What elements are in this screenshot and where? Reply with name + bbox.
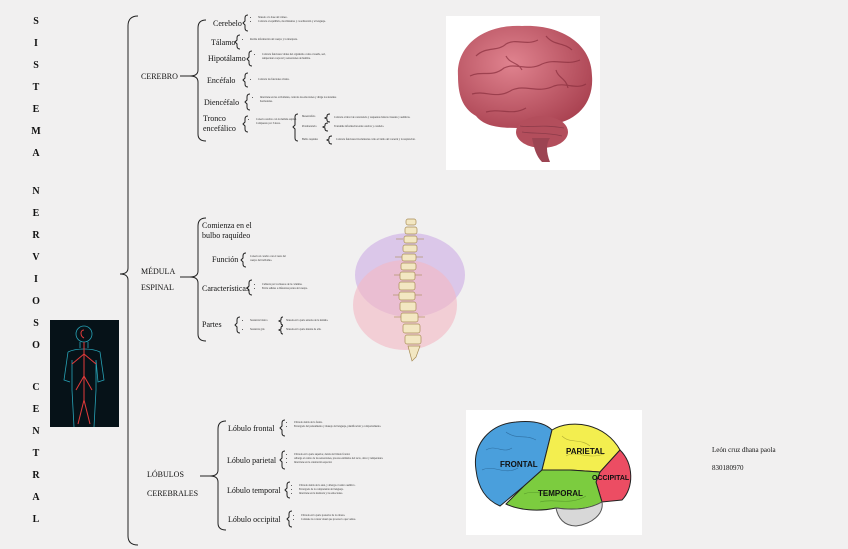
lobe-parietal-text: PARIETAL: [566, 447, 605, 456]
title-letter: C: [32, 382, 40, 393]
title-letter: I: [34, 274, 38, 285]
bulbo-label: Bulbo raquídeo: [302, 138, 319, 141]
encefalo-notes: Controla las funciones vitales.: [252, 78, 289, 82]
frontal-label: Lóbulo frontal: [228, 424, 275, 433]
brain-image: [446, 16, 600, 170]
occipital-notes: Ubicado en la parte posterior de la cabe…: [295, 514, 356, 522]
diencefalo-notes: Interviene en las actividades, controla …: [254, 96, 336, 104]
sustancia-blanca-desc: Situada en la parte externa de la médula…: [286, 319, 329, 322]
lobe-temporal-text: TEMPORAL: [538, 489, 583, 498]
parietal-notes: Ubicado en la parte superior, detrás del…: [288, 453, 383, 465]
mesencefalo-label: Mesencéfalo: [302, 115, 316, 118]
diencefalo-label: Diencéfalo: [204, 98, 240, 107]
author-id: 830180970: [712, 464, 744, 472]
title-letter: S: [33, 60, 39, 71]
title-letter: E: [32, 104, 40, 115]
occipital-label: Lóbulo occipital: [228, 515, 281, 524]
encefalo-label: Encéfalo: [207, 76, 236, 85]
title-letter: S: [33, 16, 39, 27]
title-letter: N: [32, 426, 40, 437]
partes-items: Sustancia blancaSustancia gris: [244, 319, 267, 332]
frontal-notes: Ubicado detrás de la frente.Encargado de…: [288, 421, 381, 429]
spine-image: [350, 215, 470, 365]
lobe-frontal-text: FRONTAL: [500, 460, 538, 469]
talamo-label: Tálamo: [211, 38, 236, 47]
funcion-label: Función: [212, 255, 239, 264]
nervous-system-image: [50, 320, 119, 427]
hipotalamo-notes: Controla funciones vitales del organismo…: [256, 53, 326, 61]
author-name: León cruz dhana paola: [712, 446, 776, 454]
title-letter: T: [32, 82, 40, 93]
title-letter: T: [32, 448, 40, 459]
title-letter: O: [32, 296, 40, 307]
lobe-occipital-text: OCCIPITAL: [592, 475, 630, 482]
sustancia-gris-desc: Situada en la parte interna de ella.: [286, 328, 322, 331]
title-letter: A: [32, 148, 40, 159]
title-letter: E: [32, 208, 40, 219]
title-letter: E: [32, 404, 40, 415]
title-letter: S: [33, 318, 39, 329]
partes-label: Partes: [202, 320, 222, 329]
title-letter: A: [32, 492, 40, 503]
hipotalamo-label: Hipotálamo: [208, 54, 246, 63]
protuberancia-desc: Transmite información entre cerebro y ce…: [334, 125, 385, 128]
lobes-image: FRONTAL PARIETAL TEMPORAL OCCIPITAL: [466, 410, 642, 535]
title-letter: R: [32, 470, 40, 481]
title-letter: V: [32, 252, 40, 263]
talamo-notes: Recibe información del cuerpo y la inter…: [244, 38, 298, 42]
title-letter: O: [32, 340, 40, 351]
title-letter: L: [32, 514, 40, 525]
cerebelo-label: Cerebelo: [213, 19, 242, 28]
protuberancia-label: Protuberancia: [302, 125, 317, 128]
cerebelo-notes: Situado a la base del cráneo.Controla el…: [252, 16, 326, 24]
parietal-label: Lóbulo parietal: [227, 456, 277, 465]
tronco-notes: Conecta cerebro con la médula espinal.Co…: [250, 118, 297, 126]
temporal-label: Lóbulo temporal: [227, 486, 281, 495]
title-letter: M: [31, 126, 41, 137]
title-letter: R: [32, 230, 40, 241]
bulbo-desc: Controla funciones involuntarias como el…: [336, 138, 416, 141]
title-letter: N: [32, 186, 40, 197]
caracteristicas-notes: Cubierta por los huesos de la columna.En…: [256, 283, 308, 291]
caracteristicas-label: Características: [202, 284, 250, 293]
mesencefalo-desc: Controla el nivel de consciencia y respu…: [334, 116, 411, 119]
temporal-notes: Ubicado detrás de la sien, y alberga el …: [293, 484, 355, 496]
cerebro-label: CEREBRO: [141, 72, 178, 81]
lobulos-bracket: [209, 420, 227, 531]
main-bracket: [119, 15, 139, 546]
title-letter: I: [34, 38, 38, 49]
